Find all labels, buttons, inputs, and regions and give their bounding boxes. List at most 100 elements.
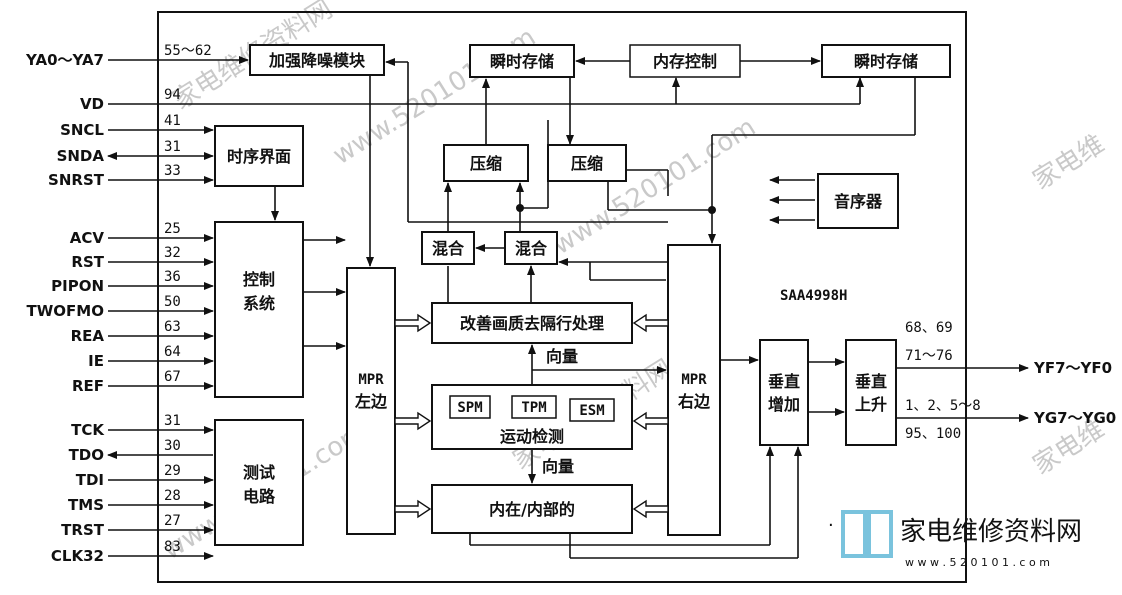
svg-text:内存控制: 内存控制	[653, 52, 717, 71]
signal-ya0-ya7: YA0～YA7 55～62	[25, 43, 249, 69]
pin-number: 32	[164, 245, 181, 261]
svg-text:混合: 混合	[432, 239, 465, 258]
signal-name: VD	[80, 95, 104, 113]
comp1-block: 压缩	[443, 144, 529, 182]
signal-name: ACV	[70, 229, 105, 247]
svg-text:增加: 增加	[768, 395, 800, 414]
test-block: 测试 电路	[214, 419, 304, 546]
logo-text: 家电维修资料网	[900, 517, 1082, 547]
signal-vd: VD 94	[80, 87, 181, 113]
svg-text:95、100: 95、100	[905, 426, 961, 442]
watermark-text: 家电维	[1028, 129, 1110, 196]
svg-text:·: ·	[828, 515, 834, 536]
svg-text:SPM: SPM	[457, 400, 482, 416]
svg-text:时序界面: 时序界面	[227, 147, 291, 166]
signal-snda: SNDA 31	[57, 139, 214, 165]
signal-ref: REF 67	[72, 369, 214, 395]
signal-tck: TCK 31	[71, 413, 214, 439]
svg-text:压缩: 压缩	[470, 154, 502, 173]
svg-text:71～76: 71～76	[905, 348, 953, 364]
improve-block: 改善画质去隔行处理	[431, 302, 633, 344]
signal-tdo: TDO 30	[69, 438, 213, 464]
vadd-block: 垂直 增加	[759, 339, 809, 446]
signal-tms: TMS 28	[68, 488, 214, 514]
svg-text:右边: 右边	[678, 392, 711, 411]
signal-name: REF	[72, 377, 104, 395]
junction-dot	[516, 204, 524, 212]
pin-number: 94	[164, 87, 181, 103]
pin-number: 28	[164, 488, 181, 504]
svg-text:TPM: TPM	[521, 400, 546, 416]
pin-number: 55～62	[164, 43, 212, 59]
svg-text:控制: 控制	[243, 270, 275, 289]
control-block: 控制 系统	[214, 221, 304, 398]
chip-label: SAA4998H	[780, 288, 847, 304]
svg-text:加强降噪模块: 加强降噪模块	[268, 51, 366, 70]
esm-box	[569, 398, 615, 422]
internal-block: 内在/内部的	[431, 484, 633, 534]
pin-number: 67	[164, 369, 181, 385]
svg-text:内在/内部的: 内在/内部的	[489, 500, 575, 519]
pin-number: 50	[164, 294, 181, 310]
svg-text:YG7～YG0: YG7～YG0	[1033, 409, 1116, 427]
svg-text:运动检测: 运动检测	[500, 427, 564, 446]
signal-name: TDI	[76, 471, 104, 489]
timing-block: 时序界面	[214, 125, 304, 187]
mix2-block: 混合	[504, 231, 558, 265]
store1-block: 瞬时存储	[469, 44, 575, 78]
mpr-right-block: MPR 右边	[667, 244, 721, 536]
pin-number: 31	[164, 413, 181, 429]
signal-name: TRST	[61, 521, 105, 539]
bus-arrows	[394, 313, 669, 519]
pin-number: 41	[164, 113, 181, 129]
vector-label-top: 向量	[546, 347, 578, 366]
signal-name: TDO	[69, 446, 104, 464]
signal-ie: IE 64	[88, 344, 214, 370]
pin-number: 25	[164, 221, 181, 237]
svg-text:混合: 混合	[515, 239, 548, 258]
signal-sncl: SNCL 41	[60, 113, 214, 139]
vrise-block: 垂直 上升	[845, 339, 897, 446]
svg-text:左边: 左边	[354, 392, 388, 411]
noise-block: 加强降噪模块	[249, 44, 385, 76]
comp2-block: 压缩	[547, 144, 627, 182]
signal-name: REA	[71, 327, 105, 345]
site-logo: · 家电维修资料网 w w w . 5 2 0 1 0 1 . c o m	[828, 510, 1082, 569]
svg-text:音序器: 音序器	[834, 192, 883, 211]
motion-block: SPM TPM ESM 运动检测	[431, 384, 633, 450]
audio-block: 音序器	[817, 173, 899, 229]
signal-twofmo: TWOFMO 50	[27, 294, 214, 320]
svg-text:电路: 电路	[243, 487, 276, 506]
spm-box	[449, 395, 491, 419]
svg-text:垂直: 垂直	[768, 372, 800, 391]
pin-number: 30	[164, 438, 181, 454]
svg-text:压缩: 压缩	[571, 154, 603, 173]
svg-text:1、2、5～8: 1、2、5～8	[905, 398, 981, 414]
svg-text:测试: 测试	[243, 463, 275, 482]
pin-number: 63	[164, 319, 181, 335]
pin-number: 31	[164, 139, 181, 155]
svg-text:垂直: 垂直	[855, 372, 887, 391]
signal-name: TWOFMO	[27, 302, 104, 320]
tpm-box	[511, 395, 557, 419]
svg-text:瞬时存储: 瞬时存储	[854, 52, 918, 71]
signal-name: PIPON	[51, 277, 104, 295]
pin-number: 64	[164, 344, 181, 360]
mix1-block: 混合	[421, 231, 475, 265]
svg-text:系统: 系统	[243, 294, 275, 313]
signal-name: SNDA	[57, 147, 105, 165]
connection-lines	[158, 57, 1029, 559]
signal-name: TMS	[68, 496, 104, 514]
signal-name: SNCL	[60, 121, 104, 139]
signal-name: IE	[88, 352, 104, 370]
signal-name: YA0～YA7	[25, 51, 104, 69]
signal-name: TCK	[71, 421, 105, 439]
store2-block: 瞬时存储	[821, 44, 951, 78]
